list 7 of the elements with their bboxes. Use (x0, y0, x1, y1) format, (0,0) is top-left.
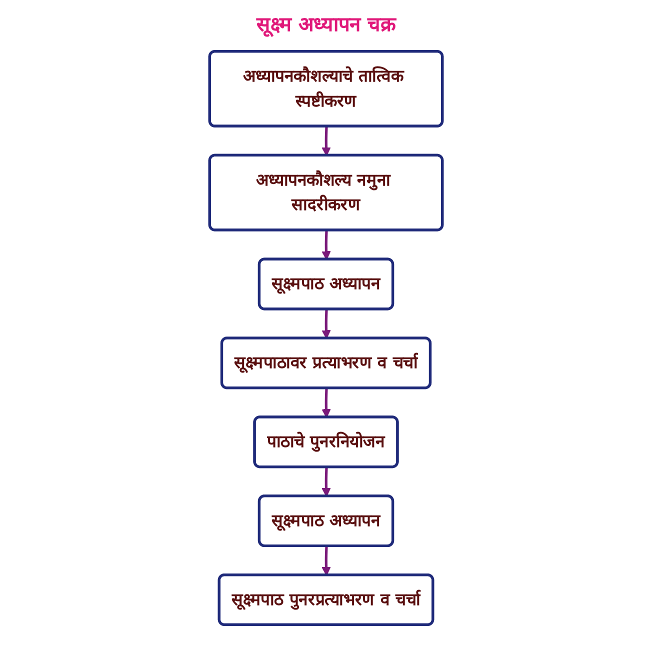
arrow (322, 230, 331, 260)
diagram-title: सूक्ष्म अध्यापन चक्र (256, 11, 396, 37)
arrow (322, 309, 331, 339)
arrow (322, 467, 331, 497)
arrow (322, 388, 331, 418)
arrow (322, 546, 331, 576)
arrow (322, 126, 331, 156)
